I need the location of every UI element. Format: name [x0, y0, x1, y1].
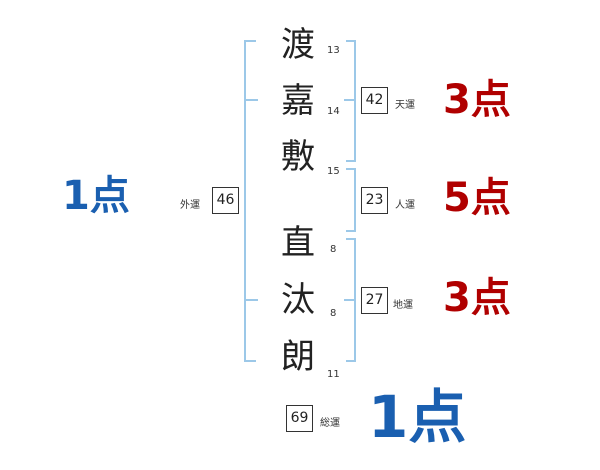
name-char: 朗 [281, 337, 315, 377]
gaiun-score: 1点 [62, 173, 130, 219]
jinun-value: 23 [361, 187, 388, 214]
stroke-count: 14 [327, 106, 340, 117]
jinun-label: 人運 [395, 200, 415, 211]
name-char: 渡 [281, 25, 315, 65]
outer-bracket [244, 40, 256, 362]
souun-value: 69 [286, 405, 313, 432]
tenun-score: 3点 [443, 77, 511, 123]
jinun-score: 5点 [443, 175, 511, 221]
name-char: 汰 [281, 280, 315, 320]
stroke-count: 8 [330, 308, 337, 319]
stroke-count: 11 [327, 369, 340, 380]
souun-score: 1点 [368, 383, 467, 451]
jinun-bracket [346, 168, 356, 232]
stroke-count: 8 [330, 244, 337, 255]
stroke-count: 13 [327, 45, 340, 56]
gaiun-value: 46 [212, 187, 239, 214]
bracket-tick [246, 99, 258, 101]
bracket-tick [246, 299, 258, 301]
name-char: 敷 [281, 137, 315, 177]
chiun-value: 27 [361, 287, 388, 314]
gaiun-label: 外運 [180, 200, 200, 211]
chiun-bracket [346, 238, 356, 362]
chiun-score: 3点 [443, 275, 511, 321]
chiun-label: 地運 [393, 300, 413, 311]
tenun-value: 42 [361, 87, 388, 114]
bracket-tick [344, 299, 354, 301]
tenun-bracket [346, 40, 356, 162]
tenun-label: 天運 [395, 100, 415, 111]
name-char: 嘉 [281, 81, 315, 121]
souun-label: 総運 [320, 418, 340, 429]
name-char: 直 [281, 223, 315, 263]
stroke-count: 15 [327, 166, 340, 177]
bracket-tick [344, 99, 354, 101]
